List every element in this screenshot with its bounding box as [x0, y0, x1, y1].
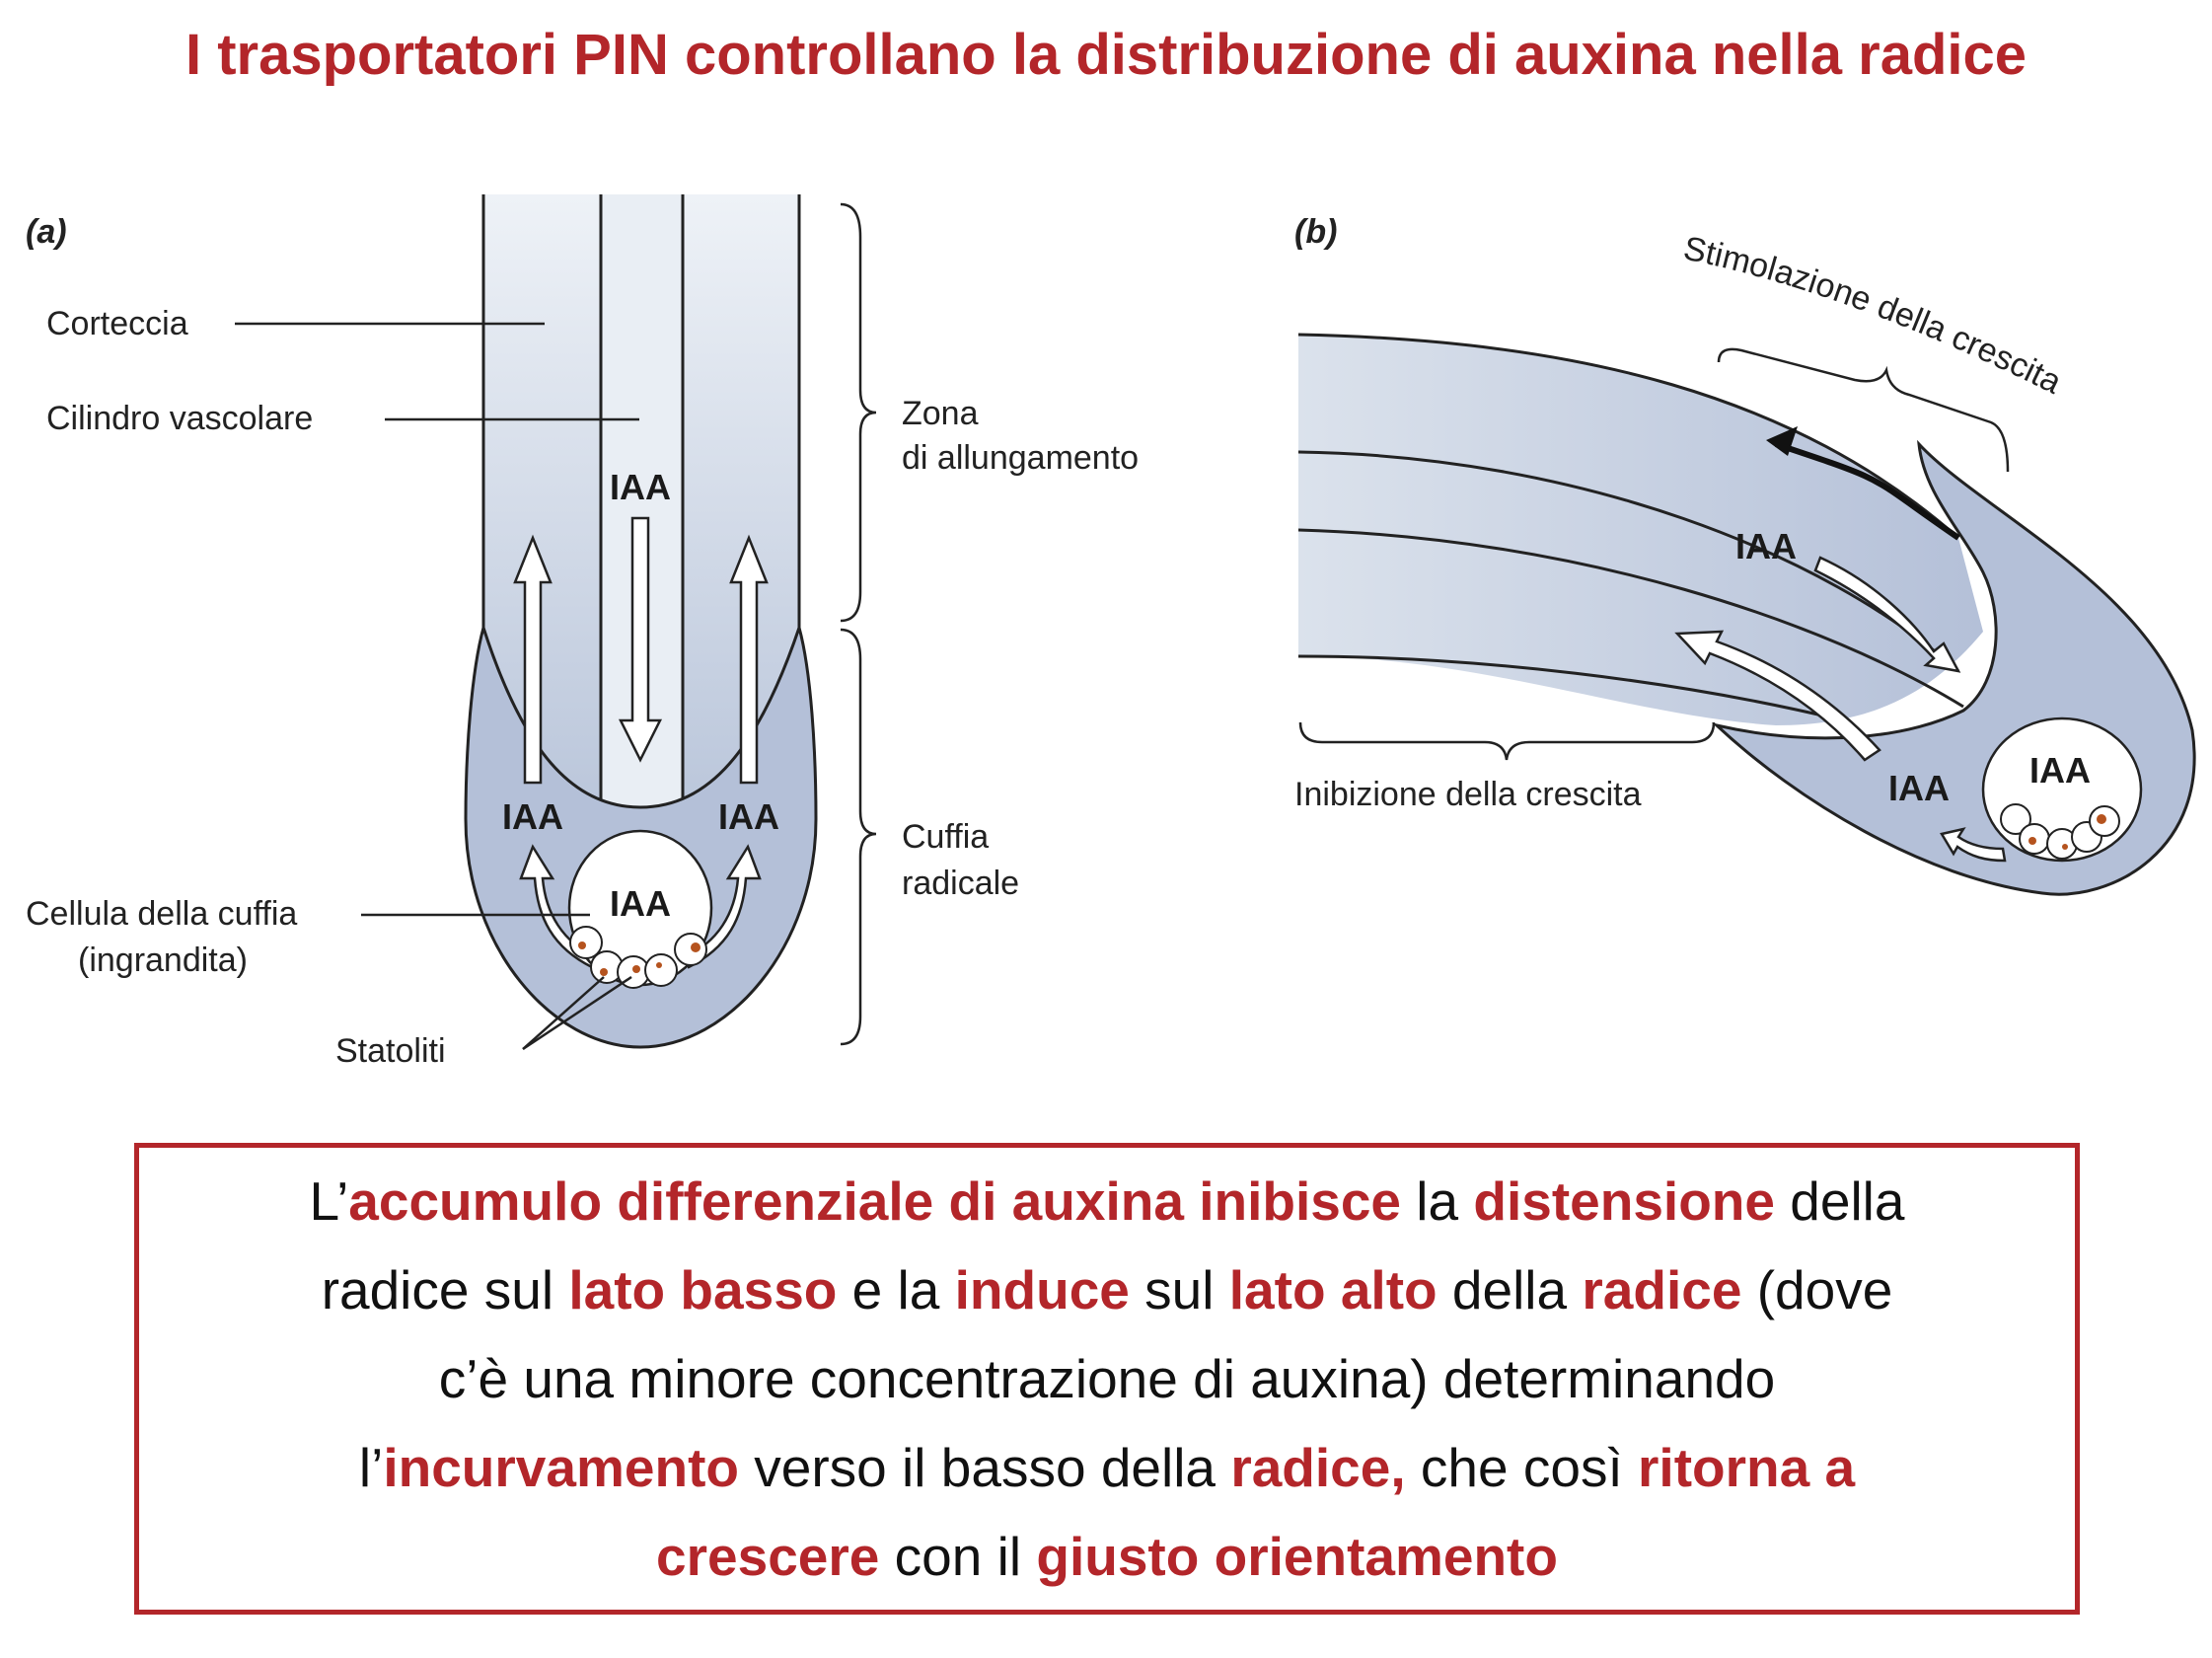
highlighted-text: induce [954, 1259, 1130, 1320]
label-zona-2: di allungamento [902, 439, 1139, 477]
statoliths-b [2000, 803, 2120, 860]
body-text: (dove [1741, 1259, 1893, 1320]
bracket-inibizione [1298, 721, 1716, 761]
iaa-label-lower: IAA [1888, 768, 1950, 808]
label-inibizione: Inibizione della crescita [1294, 776, 1642, 813]
label-corteccia: Corteccia [46, 305, 188, 342]
label-cellula-1: Cellula della cuffia [26, 895, 297, 933]
bracket-stimolazione [1717, 347, 2010, 473]
body-text: che così [1405, 1437, 1639, 1498]
summary-line: radice sul lato basso e la induce sul la… [322, 1245, 1893, 1334]
summary-line: crescere con il giusto orientamento [656, 1512, 1558, 1601]
bent-root [1298, 335, 1983, 725]
label-cuffia-2: radicale [902, 865, 1019, 902]
iaa-label-cell: IAA [610, 883, 671, 924]
label-zona-1: Zona [902, 395, 979, 432]
body-text: con il [879, 1526, 1037, 1587]
bracket-cuffia [840, 628, 877, 1046]
arrow-cell-out [1940, 827, 2007, 863]
summary-line: c’è una minore concentrazione di auxina)… [439, 1334, 1775, 1423]
body-text: e la [837, 1259, 955, 1320]
highlighted-text: distensione [1473, 1170, 1775, 1232]
body-text: l’ [358, 1437, 384, 1498]
highlighted-text: lato basso [568, 1259, 838, 1320]
growth-arrow [1775, 441, 1960, 541]
highlighted-text: giusto orientamento [1036, 1526, 1558, 1587]
body-text: sul [1129, 1259, 1229, 1320]
body-text: la [1401, 1170, 1474, 1232]
panel-b-tag: (b) [1294, 213, 1337, 251]
iaa-label-upper: IAA [1735, 526, 1797, 566]
body-text: verso il basso della [739, 1437, 1231, 1498]
highlighted-text: radice, [1230, 1437, 1406, 1498]
body-text: L’ [309, 1170, 349, 1232]
slide-title: I trasportatori PIN controllano la distr… [184, 23, 2028, 87]
highlighted-text: lato alto [1228, 1259, 1438, 1320]
body-text: radice sul [321, 1259, 569, 1320]
label-cilindro-vascolare: Cilindro vascolare [46, 400, 313, 437]
summary-box: L’accumulo differenziale di auxina inibi… [134, 1143, 2080, 1615]
label-stimolazione: Stimolazione della crescita [1680, 230, 2067, 402]
iaa-label-left: IAA [502, 796, 563, 837]
label-cuffia-1: Cuffia [902, 818, 989, 856]
body-text: della [1775, 1170, 1905, 1232]
panel-a-tag: (a) [26, 213, 67, 251]
highlighted-text: radice [1582, 1259, 1742, 1320]
panel-b: (b) IAA IAA IAA Stimolazione della cresc… [1294, 213, 2196, 896]
iaa-label-vascular: IAA [610, 467, 671, 507]
down-arrow-center [618, 516, 663, 763]
body-text: della [1437, 1259, 1583, 1320]
highlighted-text: crescere [656, 1526, 880, 1587]
bracket-zona [840, 202, 877, 623]
up-arrow-left [513, 534, 553, 785]
summary-line: L’accumulo differenziale di auxina inibi… [310, 1157, 1905, 1245]
arrow-down-right [1813, 556, 1961, 673]
curved-arrow-right [682, 844, 762, 969]
iaa-label-right: IAA [718, 796, 779, 837]
arrow-up-left [1674, 630, 1881, 762]
body-text: c’è una minore concentrazione di auxina)… [438, 1348, 1776, 1409]
up-arrow-right [729, 534, 769, 785]
highlighted-text: ritorna a [1638, 1437, 1856, 1498]
summary-line: l’incurvamento verso il basso della radi… [359, 1423, 1855, 1512]
highlighted-text: incurvamento [383, 1437, 739, 1498]
label-cellula-2: (ingrandita) [78, 942, 248, 979]
panel-a: (a) IAA IAA IAA IAA [26, 194, 1139, 1070]
highlighted-text: accumulo differenziale di auxina inibisc… [348, 1170, 1401, 1232]
label-statoliti: Statoliti [335, 1032, 446, 1070]
label-stimolazione-curve: Stimolazione della crescita [1680, 230, 2067, 402]
iaa-label-cell-b: IAA [2029, 750, 2091, 791]
